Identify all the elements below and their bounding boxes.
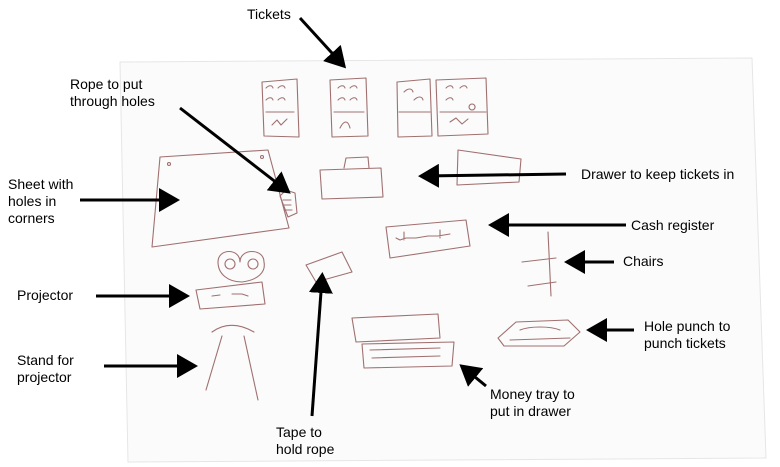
label-tape: Tape to hold rope bbox=[276, 424, 335, 457]
arrow-tickets bbox=[298, 16, 347, 69]
arrow-rope bbox=[179, 106, 291, 194]
paper-sheet bbox=[119, 57, 767, 463]
label-chairs: Chairs bbox=[623, 253, 664, 269]
label-sheet: Sheet with holes in corners bbox=[8, 176, 74, 226]
arrow-drawer bbox=[418, 163, 567, 188]
projector-drawing bbox=[195, 250, 266, 310]
arrow-tape bbox=[308, 272, 333, 417]
label-projector: Projector bbox=[17, 287, 74, 303]
drawer-drawing bbox=[319, 156, 384, 200]
label-drawer: Drawer to keep tickets in bbox=[581, 166, 735, 182]
money-tray-drawing bbox=[351, 313, 455, 369]
box-drawing bbox=[456, 149, 522, 186]
arrow-money-tray bbox=[459, 364, 487, 388]
cash-register-drawing bbox=[385, 219, 471, 259]
chairs-drawing bbox=[521, 231, 557, 297]
label-arrows bbox=[80, 16, 634, 417]
hole-punch-drawing bbox=[497, 319, 581, 347]
sheet-drawing bbox=[151, 149, 298, 248]
label-rope: Rope to put through holes bbox=[70, 76, 155, 109]
label-tickets: Tickets bbox=[247, 6, 291, 22]
label-money-tray: Money tray to put in drawer bbox=[490, 386, 575, 419]
tickets-drawing bbox=[261, 77, 489, 138]
label-hole-punch: Hole punch to punch tickets bbox=[644, 318, 731, 351]
label-stand: Stand for projector bbox=[17, 352, 74, 385]
stand-drawing bbox=[205, 324, 259, 401]
label-cash-register: Cash register bbox=[631, 217, 715, 233]
